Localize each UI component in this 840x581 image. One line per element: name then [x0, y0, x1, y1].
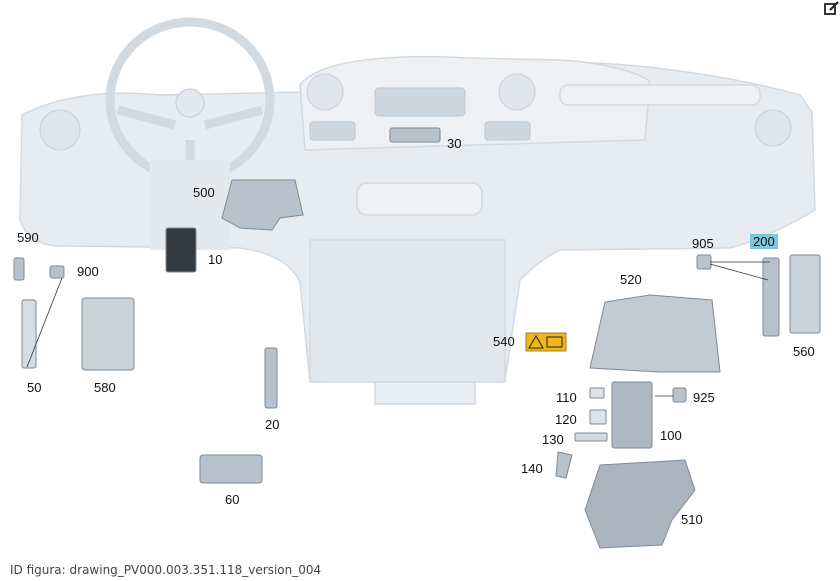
callout-510: 510	[681, 512, 703, 527]
callout-10: 10	[208, 252, 223, 267]
part-925	[672, 387, 687, 403]
figure-id-caption: ID figura: drawing_PV000.003.351.118_ver…	[10, 563, 322, 577]
callout-120: 120	[555, 412, 577, 427]
part-120	[589, 409, 607, 425]
edit-icon[interactable]	[824, 1, 840, 15]
part-30	[389, 127, 441, 143]
callout-50: 50	[27, 380, 42, 395]
part-580	[81, 297, 135, 371]
callout-110: 110	[556, 390, 577, 405]
callout-100: 100	[660, 428, 682, 443]
part-10	[165, 227, 197, 273]
callout-500: 500	[193, 185, 215, 200]
part-900	[49, 265, 65, 279]
callout-560: 560	[793, 344, 815, 359]
part-100	[611, 381, 653, 449]
part-200	[762, 257, 780, 337]
part-50	[21, 299, 37, 369]
part-140	[555, 451, 573, 479]
air-vents	[39, 73, 792, 151]
steering-hub	[175, 88, 205, 118]
callout-140: 140	[521, 461, 543, 476]
center-vents	[309, 87, 531, 141]
part-110	[589, 387, 605, 399]
components	[13, 127, 821, 549]
part-500	[221, 179, 304, 231]
callout-200: 200	[750, 234, 778, 249]
callout-905: 905	[692, 236, 714, 251]
callout-130: 130	[542, 432, 564, 447]
callout-540: 540	[493, 334, 515, 349]
warning-label-icon	[525, 332, 567, 352]
part-20	[264, 347, 278, 409]
dashboard	[19, 55, 816, 405]
part-590	[13, 257, 25, 281]
part-130	[574, 432, 608, 442]
callout-30: 30	[447, 136, 462, 151]
callout-590: 590	[17, 230, 39, 245]
part-520	[589, 294, 721, 373]
callout-520: 520	[620, 272, 642, 287]
part-905	[696, 254, 712, 270]
callout-580: 580	[94, 380, 116, 395]
part-60	[199, 454, 263, 484]
part-510	[584, 459, 696, 549]
callout-925: 925	[693, 390, 715, 405]
callout-900: 900	[77, 264, 99, 279]
callout-60: 60	[225, 492, 240, 507]
callout-20: 20	[265, 417, 280, 432]
leader-lines	[26, 261, 770, 397]
part-560	[789, 254, 821, 334]
